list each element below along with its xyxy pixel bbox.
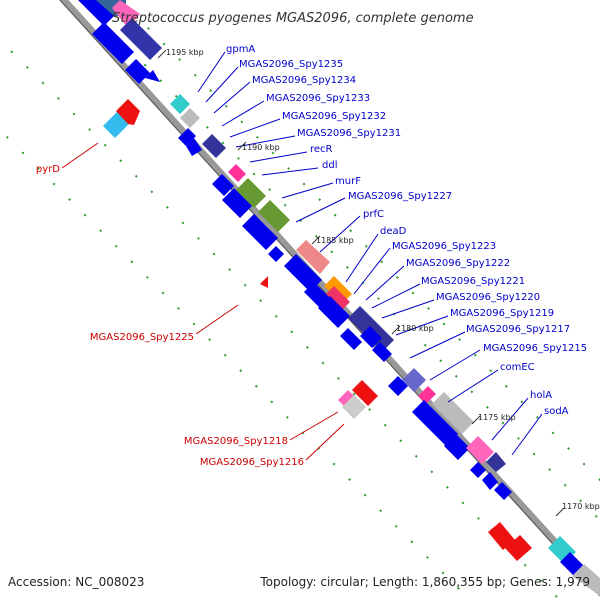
feature-prfC bbox=[284, 254, 322, 292]
gene-label-Spy1234[interactable]: MGAS2096_Spy1234 bbox=[252, 75, 356, 86]
feature-Spy1221 bbox=[326, 286, 350, 310]
tick-label-1180: 1180 kbp bbox=[396, 324, 434, 333]
feature-cds bbox=[412, 400, 458, 446]
feature-Spy1225 bbox=[260, 276, 268, 288]
feature-cds bbox=[178, 128, 196, 146]
gene-label-Spy1215[interactable]: MGAS2096_Spy1215 bbox=[483, 343, 587, 354]
feature-cds bbox=[432, 392, 474, 434]
feature-recR bbox=[202, 134, 226, 158]
gene-label-Spy1223[interactable]: MGAS2096_Spy1223 bbox=[392, 241, 496, 252]
feature-holA bbox=[466, 436, 494, 464]
feature-cds-red bbox=[352, 380, 378, 406]
gene-label-prfC[interactable]: prfC bbox=[363, 209, 384, 220]
gene-label-sodA[interactable]: sodA bbox=[544, 406, 569, 417]
gene-label-Spy1221[interactable]: MGAS2096_Spy1221 bbox=[421, 276, 525, 287]
gene-label-ddl[interactable]: ddl bbox=[322, 160, 337, 171]
feature-Spy1218 bbox=[338, 390, 355, 407]
gene-label-Spy1225[interactable]: MGAS2096_Spy1225 bbox=[90, 332, 194, 343]
feature-cds bbox=[482, 472, 498, 490]
gene-label-pyrD[interactable]: pyrD bbox=[36, 164, 60, 175]
tick-label-1185: 1185 kbp bbox=[316, 236, 354, 245]
feature-cds bbox=[360, 326, 382, 348]
feature-ddl bbox=[228, 164, 246, 182]
gene-label-Spy1232[interactable]: MGAS2096_Spy1232 bbox=[282, 111, 386, 122]
feature-Spy1227 bbox=[258, 200, 290, 232]
feature-murF bbox=[236, 178, 266, 208]
feature-cds-red-3 bbox=[505, 535, 532, 561]
reverse-gene-labels: gpmA MGAS2096_Spy1235 MGAS2096_Spy1234 M… bbox=[226, 44, 587, 417]
feature-cds bbox=[470, 462, 486, 478]
feature-gpmA bbox=[92, 22, 134, 64]
feature-cds bbox=[222, 188, 252, 218]
gene-label-gpmA[interactable]: gpmA bbox=[226, 44, 255, 55]
gene-label-Spy1216[interactable]: MGAS2096_Spy1216 bbox=[200, 457, 304, 468]
feature-cds bbox=[444, 434, 470, 460]
gene-label-Spy1220[interactable]: MGAS2096_Spy1220 bbox=[436, 292, 540, 303]
gene-label-Spy1218[interactable]: MGAS2096_Spy1218 bbox=[184, 436, 288, 447]
feature-Spy1234 bbox=[125, 59, 150, 84]
map-title: Streptococcus pyogenes MGAS2096, complet… bbox=[112, 11, 474, 26]
gene-label-Spy1231[interactable]: MGAS2096_Spy1231 bbox=[297, 128, 401, 139]
feature-cds bbox=[494, 482, 512, 500]
feature-cds bbox=[212, 174, 234, 196]
tick-marks bbox=[157, 49, 565, 517]
accession-label: Accession: NC_008023 bbox=[8, 575, 144, 589]
feature-Spy1232 bbox=[170, 94, 190, 114]
gene-label-Spy1222[interactable]: MGAS2096_Spy1222 bbox=[406, 258, 510, 269]
feature-cds-red-2 bbox=[488, 522, 515, 550]
forward-strand-features bbox=[103, 99, 532, 561]
feature-deaD bbox=[296, 240, 330, 274]
gene-label-comEC[interactable]: comEC bbox=[500, 362, 535, 373]
gene-label-murF[interactable]: murF bbox=[335, 176, 361, 187]
forward-gene-labels: pyrD MGAS2096_Spy1225 MGAS2096_Spy1218 M… bbox=[36, 164, 304, 468]
feature-Spy1223 bbox=[304, 282, 330, 308]
feature-Spy1216 bbox=[342, 395, 366, 419]
gene-label-Spy1219[interactable]: MGAS2096_Spy1219 bbox=[450, 308, 554, 319]
tick-label-1170: 1170 kbp bbox=[562, 502, 600, 511]
feature-Spy1231 bbox=[180, 108, 200, 128]
gene-label-Spy1235[interactable]: MGAS2096_Spy1235 bbox=[239, 59, 343, 70]
feature-pyrD-arrow bbox=[116, 99, 140, 125]
feature-cds bbox=[242, 214, 278, 250]
gene-label-holA[interactable]: holA bbox=[530, 390, 552, 401]
tick-label-1175: 1175 kbp bbox=[478, 413, 516, 422]
feature-cds bbox=[186, 138, 202, 156]
gene-label-deaD[interactable]: deaD bbox=[380, 226, 407, 237]
feature-Spy1220 bbox=[318, 296, 350, 328]
feature-cds bbox=[372, 342, 392, 362]
gene-label-recR[interactable]: recR bbox=[310, 144, 333, 155]
tick-labels: 1195 kbp 1190 kbp 1185 kbp 1180 kbp 1175… bbox=[166, 48, 600, 511]
tick-label-1190: 1190 kbp bbox=[242, 143, 280, 152]
feature-Spy1217 bbox=[340, 328, 362, 350]
feature-Spy1233 bbox=[145, 70, 160, 82]
reverse-strand-features bbox=[78, 0, 600, 596]
gene-label-Spy1217[interactable]: MGAS2096_Spy1217 bbox=[466, 324, 570, 335]
feature-cds bbox=[572, 564, 600, 596]
feature-comEC bbox=[418, 386, 436, 404]
feature-sodA bbox=[486, 452, 506, 472]
gene-label-Spy1233[interactable]: MGAS2096_Spy1233 bbox=[266, 93, 370, 104]
genome-summary: Topology: circular; Length: 1,860,355 bp… bbox=[259, 575, 590, 589]
feature-Spy1215 bbox=[402, 368, 426, 392]
tick-label-1195: 1195 kbp bbox=[166, 48, 204, 57]
gene-label-Spy1227[interactable]: MGAS2096_Spy1227 bbox=[348, 191, 452, 202]
label-leaders bbox=[61, 51, 543, 461]
feature-Spy1235 bbox=[120, 18, 162, 60]
feature-cds bbox=[268, 246, 284, 262]
